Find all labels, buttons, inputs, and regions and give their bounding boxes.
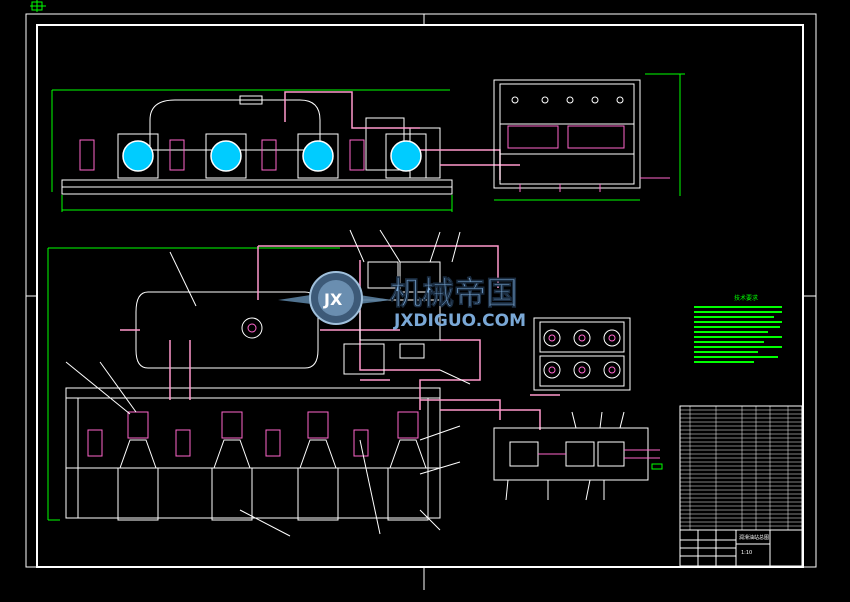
technical-notes: 技术要求: [694, 294, 782, 363]
top-elevation-view: [51, 89, 520, 212]
leader-lines: [65, 229, 471, 537]
pump-heads: [87, 411, 419, 457]
oil-tank: [135, 291, 319, 369]
corner-crosshair: [30, 0, 46, 12]
watermark-title: 机械帝国: [390, 274, 518, 312]
valves: [343, 261, 441, 375]
watermark-emblem-text: JX: [323, 290, 343, 309]
watermark-emblem: JX: [278, 271, 392, 325]
filter-panel: [533, 317, 631, 391]
watermark: JX 机械帝国 JXDIGUO.COM: [278, 271, 526, 331]
notes-heading: 技术要求: [734, 294, 758, 302]
watermark-url: JXDIGUO.COM: [393, 311, 526, 331]
drawing-name: 润滑油站总图: [739, 534, 769, 541]
side-view: [493, 73, 685, 201]
drawing-scale: 1:10: [741, 550, 752, 556]
title-block: 润滑油站总图 1:10: [679, 405, 803, 567]
drawing-frame: [25, 13, 817, 590]
motor-units: [117, 439, 429, 521]
cooler-panel: [493, 411, 663, 501]
pump-units: [79, 133, 427, 179]
